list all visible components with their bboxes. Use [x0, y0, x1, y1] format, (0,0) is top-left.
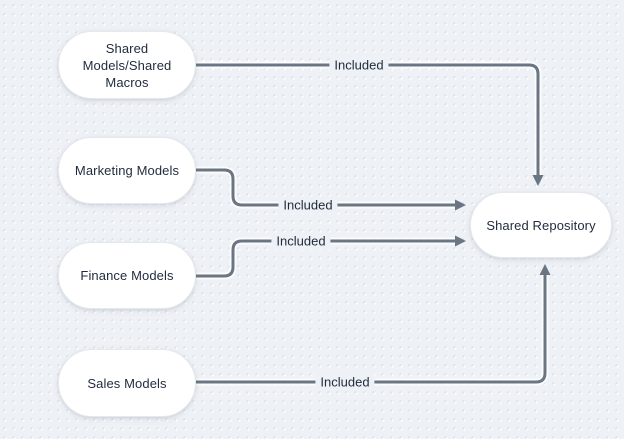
edge-label-included-3: Included	[271, 232, 331, 250]
node-label: Shared Models/Shared Macros	[82, 40, 172, 90]
node-marketing-models[interactable]: Marketing Models	[58, 137, 196, 204]
edge-finance-models-to-repository	[196, 235, 466, 280]
node-label: Sales Models	[87, 375, 167, 391]
edge-sales-models-to-repository	[196, 264, 551, 386]
node-shared-models-macros[interactable]: Shared Models/Shared Macros	[58, 31, 196, 99]
node-label: Finance Models	[80, 268, 174, 283]
node-finance-models[interactable]: Finance Models	[58, 242, 196, 309]
node-label: Marketing Models	[74, 163, 180, 178]
edge-shared-models-to-repository	[196, 61, 544, 186]
node-shared-repository[interactable]: Shared Repository	[470, 192, 612, 258]
node-sales-models[interactable]: Sales Models	[58, 349, 196, 417]
node-label: Shared Repository	[486, 217, 596, 233]
edge-label-included-1: Included	[329, 56, 389, 74]
edge-label-included-4: Included	[315, 373, 375, 391]
edge-marketing-models-to-repository	[196, 166, 466, 211]
edge-label-included-2: Included	[278, 196, 338, 214]
